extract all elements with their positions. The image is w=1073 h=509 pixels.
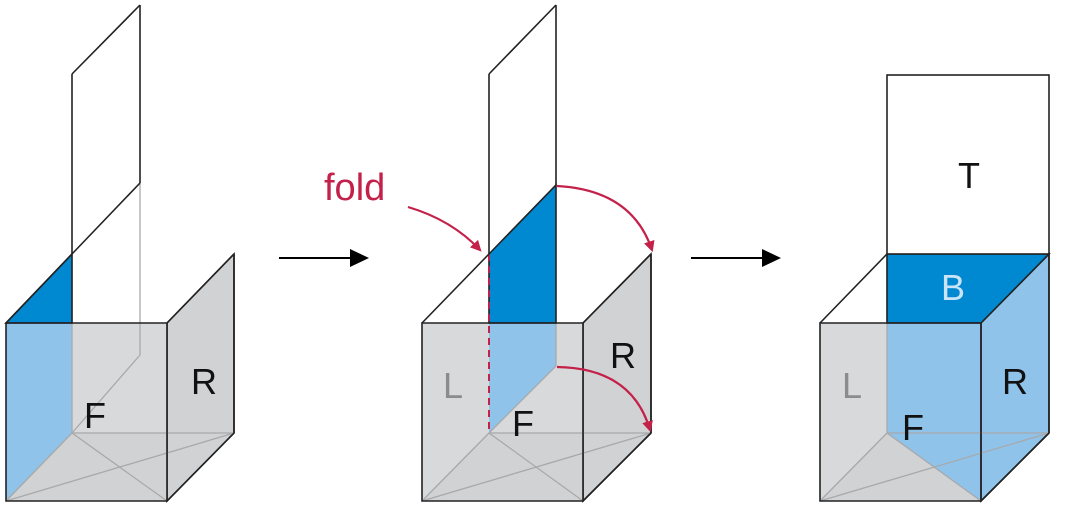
step-arrow-2: [691, 249, 781, 267]
step3-left-label: L: [842, 365, 862, 406]
step2-hidden-lines: [421, 323, 652, 502]
step2-box: fold L F R: [324, 4, 655, 503]
step2-blue-flap: [488, 183, 557, 324]
fold-pointer-arrow: [407, 205, 482, 252]
step1-front-label: F: [84, 395, 106, 436]
fold-arrow-bottom: [556, 365, 653, 433]
fold-arrows: [407, 184, 655, 433]
step3-front-blue: [887, 323, 981, 433]
step1-hidden-lines: [5, 183, 235, 502]
step3-right-label: R: [1002, 361, 1028, 402]
step3-outline: [819, 253, 1050, 502]
step3-top-square: [886, 74, 1050, 255]
step2-right-face: [582, 252, 652, 503]
step1-right-label: R: [191, 361, 217, 402]
step3-top-label: T: [958, 155, 980, 196]
step2-outline: [421, 253, 652, 502]
step1-outline: [5, 253, 235, 502]
step3-box: T B L F R: [819, 74, 1051, 503]
step1-blue-left-face: [6, 323, 72, 501]
step2-blue-panel: [489, 323, 556, 433]
step2-strip: [488, 4, 557, 254]
step2-front-label: F: [512, 403, 534, 444]
step2-left-label: L: [443, 365, 463, 406]
step3-front-label: F: [902, 407, 924, 448]
step1-strip: [71, 4, 141, 255]
step3-bottom-label: B: [941, 267, 965, 308]
step1-box: F R: [4, 4, 235, 503]
step3-hidden-lines: [819, 254, 1050, 502]
step2-right-label: R: [610, 335, 636, 376]
step-arrow-1: [279, 249, 369, 267]
fold-label: fold: [324, 167, 385, 209]
fold-arrow-top: [556, 184, 655, 253]
